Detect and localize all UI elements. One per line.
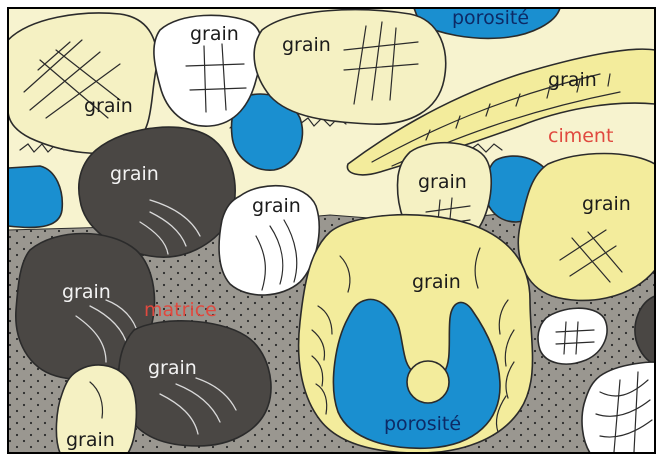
porosity-left-edge [8, 166, 62, 227]
label-grain: grain [84, 95, 133, 117]
label-grain: grain [190, 23, 239, 45]
label-grain: grain [66, 429, 115, 451]
label-grain: grain [412, 271, 461, 293]
label-cement: ciment [548, 125, 613, 147]
label-grain: grain [548, 69, 597, 91]
label-matrix: matrice [144, 299, 217, 321]
grain-top-middle [254, 10, 446, 124]
label-grain: grain [148, 357, 197, 379]
grain-small-round [407, 361, 449, 403]
label-grain: grain [282, 34, 331, 56]
label-grain: grain [582, 193, 631, 215]
label-grain: grain [62, 281, 111, 303]
label-grain: grain [110, 163, 159, 185]
label-grain: grain [418, 171, 467, 193]
label-grain: grain [252, 195, 301, 217]
grain-right-yellow [518, 154, 655, 301]
grain-dark-lower [119, 321, 271, 446]
label-porosity: porosité [384, 413, 461, 435]
label-porosity: porosité [452, 7, 529, 29]
